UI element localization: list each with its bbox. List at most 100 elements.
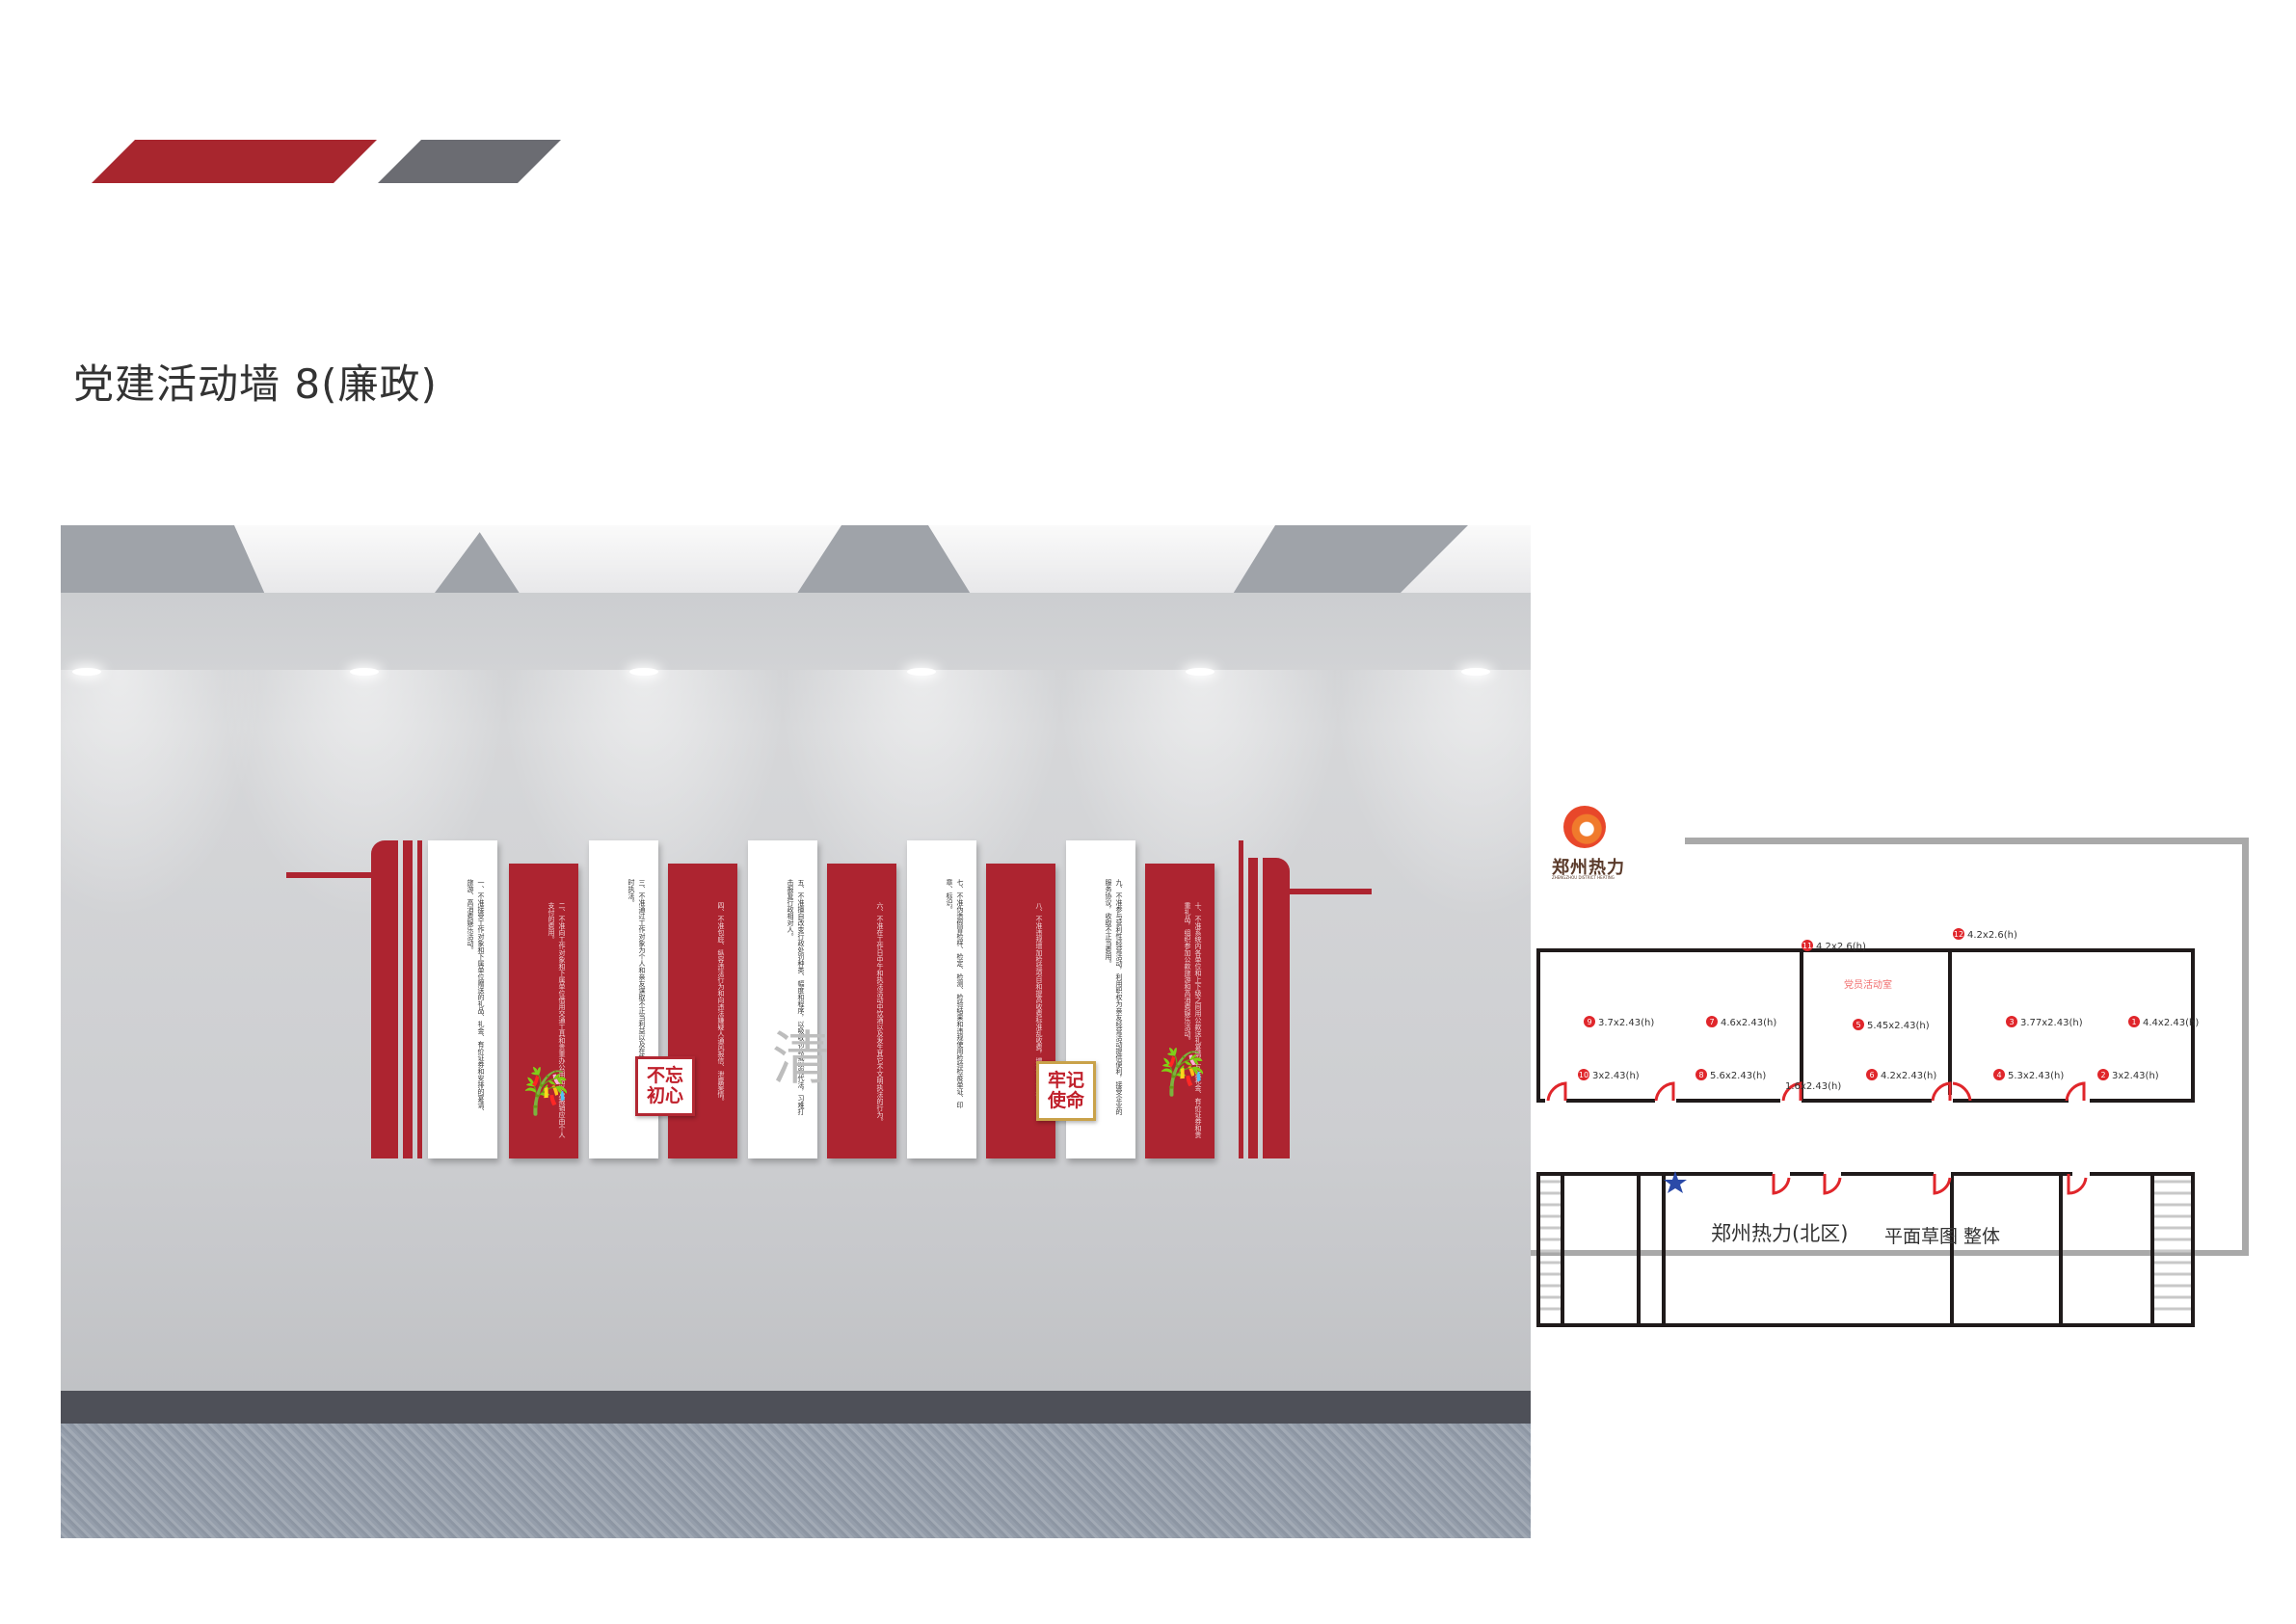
marker-dot [1695, 1069, 1707, 1080]
marker-number: 10 [1579, 1071, 1589, 1079]
marker-number: 5 [1855, 1021, 1860, 1029]
panel-text: 七、不准伪造假冒检样、检定、检测、检验结果和违规使用检验检疫单证、印章、标识。 [946, 879, 964, 1108]
plan-caption-sub: 平面草图 整体 [1884, 1226, 2001, 1247]
room-label: 党员活动室 [1844, 978, 1892, 991]
plan-marker-3: 3 3.77x2.43(h) [2006, 1016, 2083, 1028]
light-glow [1331, 670, 1531, 920]
plan-frame [1685, 838, 2248, 844]
ornament-left [403, 840, 413, 1158]
ornament-left [417, 840, 422, 1158]
baseboard [61, 1391, 1531, 1424]
carpet-floor [61, 1424, 1531, 1538]
wall-panel-5: 五、不准擅自改变行政处罚种类、幅度和程序，以吸收罚款或以罚代法，习难打击报复行政… [748, 840, 817, 1158]
panel-text: 六、不准在工作日中午和执法活动中饮酒以及发生其它不文明执法的行为。 [876, 902, 884, 1125]
page-title: 党建活动墙 8(廉政) [73, 360, 438, 408]
ornament-left [371, 840, 398, 1158]
marker-dot [1802, 940, 1813, 951]
marker-dot [1953, 928, 1964, 940]
marker-dimension: 3x2.43(h) [2112, 1071, 2159, 1081]
plan-marker-11: 11 4.2x2.6(h) [1802, 940, 1866, 952]
panel-text: 八、不准违规增加检验项目和提高收费标准乱收费，增加企业负担。 [1035, 902, 1043, 1105]
marker-dimension: 3.77x2.43(h) [2020, 1018, 2083, 1028]
marker-number: 2 [2100, 1071, 2105, 1079]
marker-dot [2006, 1016, 2017, 1027]
marker-number: 3 [2009, 1018, 2014, 1026]
marker-dimension: 5.3x2.43(h) [2008, 1071, 2064, 1081]
badge-right: 牢记使命 [1036, 1061, 1096, 1121]
panel-text: 四、不准包庇、纵容违法行为和向违法嫌疑人通风报信、泄露案情。 [717, 902, 725, 1105]
door-icons [1546, 1081, 2088, 1195]
ornament-right [1275, 889, 1372, 894]
panel-text: 九、不准参与营利性经营活动，利用职权为亲友经营活动提供便利，接受企业的服务协议，… [1105, 879, 1123, 1115]
marker-dot [1584, 1016, 1595, 1027]
marker-number: 12 [1954, 930, 1963, 939]
plan-marker-2: 2 3x2.43(h) [2097, 1069, 2159, 1081]
marker-dimension: 4.2x2.6(h) [1816, 942, 1866, 952]
marker-dimension: 4.2x2.6(h) [1967, 930, 2017, 941]
marker-number: 6 [1869, 1071, 1874, 1079]
wall-panel-6: 六、不准在工作日中午和执法活动中饮酒以及发生其它不文明执法的行为。 [827, 864, 896, 1158]
marker-dimension: 4.4x2.43(h) [2143, 1018, 2199, 1028]
marker-dot [2128, 1016, 2140, 1027]
panel-text: 三、不准通过工作对象为个人和亲友谋取不正当利益以及在执法时购物或在购物时执法。 [627, 879, 646, 1115]
panel-text: 一、不准接受工作对象和下属单位赠送的礼品、礼金、有价证券和安排的宴请、旅游、高消… [467, 879, 485, 1115]
ornament-right [1239, 840, 1243, 1158]
wall-panel-7: 七、不准伪造假冒检样、检定、检测、检验结果和违规使用检验检疫单证、印章、标识。 [907, 840, 976, 1158]
plan-frame [2242, 838, 2249, 1256]
marker-number: 9 [1587, 1018, 1591, 1026]
wall-rendering: 一、不准接受工作对象和下属单位赠送的礼品、礼金、有价证券和安排的宴请、旅游、高消… [61, 525, 1531, 1538]
marker-number: 1 [2131, 1018, 2136, 1026]
panel-text: 五、不准擅自改变行政处罚种类、幅度和程序，以吸收罚款或以罚代法，习难打击报复行政… [787, 879, 805, 1115]
marker-dot [2097, 1069, 2109, 1080]
plan-marker-9: 9 3.7x2.43(h) [1584, 1016, 1654, 1028]
marker-number: 11 [1802, 942, 1812, 950]
calligraphy-watermark: 清 [772, 1025, 830, 1093]
ornament-left [286, 872, 383, 878]
ornament-right [1248, 858, 1258, 1158]
ceiling-light-panel [234, 525, 485, 593]
marker-dimension: 4.2x2.43(h) [1881, 1071, 1936, 1081]
marker-dot [1706, 1016, 1718, 1027]
plan-walls [1536, 948, 2195, 1327]
logo-name: 郑州热力 [1552, 858, 1625, 878]
wall-panel-10: 十、不准系统内各单位和上下级之间用公款送礼宴请、互送礼金、有价证券和贵重礼品，组… [1145, 864, 1215, 1158]
plan-marker-6: 6 4.2x2.43(h) [1866, 1069, 1936, 1081]
spotlight [72, 668, 101, 676]
marker-number: 8 [1698, 1071, 1703, 1079]
plan-marker-8: 8 5.6x2.43(h) [1695, 1069, 1766, 1081]
plan-marker-1: 1 4.4x2.43(h) [2128, 1016, 2199, 1028]
spotlight [907, 668, 936, 676]
spotlight [1186, 668, 1215, 676]
spotlight [1461, 668, 1490, 676]
marker-dimension: 5.6x2.43(h) [1710, 1071, 1766, 1081]
plan-marker-12: 12 4.2x2.6(h) [1953, 928, 2017, 941]
marker-dot [1578, 1069, 1589, 1080]
marker-dimension: 3.7x2.43(h) [1598, 1018, 1654, 1028]
decor-stripe-red [92, 140, 377, 183]
logo-subtitle: ZHENGZHOU DISTRICT HEATING [1552, 875, 1615, 880]
you-are-here-star-icon [1664, 1171, 1687, 1193]
marker-number: 7 [1709, 1018, 1714, 1026]
marker-dot [1853, 1019, 1864, 1030]
logo-icon [1563, 806, 1606, 848]
marker-dimension: 3x2.43(h) [1592, 1071, 1640, 1081]
wall-panel-1: 一、不准接受工作对象和下属单位赠送的礼品、礼金、有价证券和安排的宴请、旅游、高消… [428, 840, 497, 1158]
ceiling-light-panel [928, 525, 1275, 593]
badge-left: 不忘初心 [635, 1056, 695, 1116]
spotlight [350, 668, 379, 676]
stairs [1540, 1180, 2191, 1311]
plan-frame [1531, 1250, 2249, 1256]
ornament-right [1263, 858, 1290, 1158]
panel-text: 二、不准向工作对象和下属单位借用交通工具和贵重办公用品以及报销应由个人支付的费用… [547, 902, 566, 1138]
marker-dot [1993, 1069, 2005, 1080]
plan-caption: 郑州热力(北区) [1711, 1222, 1849, 1245]
ceiling-light-panel [475, 525, 841, 593]
panel-text: 十、不准系统内各单位和上下级之间用公款送礼宴请、互送礼金、有价证券和贵重礼品，组… [1184, 902, 1202, 1138]
bamboo-icon: 🎋 [519, 1065, 574, 1117]
